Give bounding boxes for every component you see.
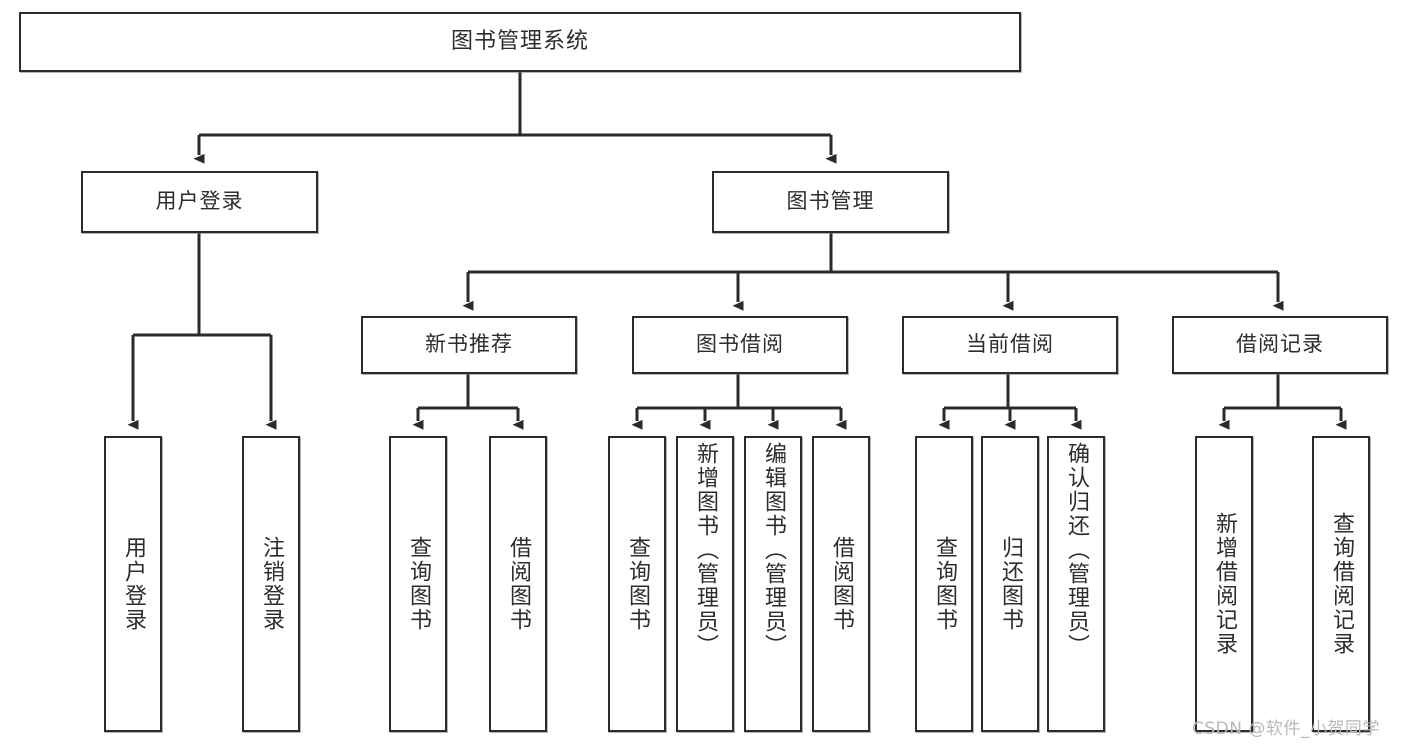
node-label: 注销登录 — [258, 536, 284, 632]
csdn-watermark: CSDN @软件_小贺同学 — [1192, 719, 1380, 739]
leaf-add-borrow-record[interactable]: 新增借阅记录 — [1195, 436, 1253, 732]
node-label: 查询图书 — [931, 536, 957, 632]
leaf-borrow-book-recommend[interactable]: 借阅图书 — [489, 436, 547, 732]
node-label: 借阅记录 — [1236, 332, 1324, 357]
leaf-query-book-recommend[interactable]: 查询图书 — [389, 436, 447, 732]
node-label: 确认归还（管理员） — [1063, 442, 1089, 658]
leaf-user-login[interactable]: 用户登录 — [104, 436, 162, 732]
node-label: 用户登录 — [155, 189, 244, 214]
leaf-confirm-return-admin[interactable]: 确认归还（管理员） — [1047, 436, 1105, 732]
node-book-borrow[interactable]: 图书借阅 — [632, 316, 848, 374]
node-label: 图书借阅 — [696, 332, 784, 357]
node-label: 查询图书 — [624, 536, 650, 632]
node-label: 查询借阅记录 — [1328, 512, 1354, 656]
leaf-logout-login[interactable]: 注销登录 — [242, 436, 300, 732]
node-label: 查询图书 — [405, 536, 431, 632]
node-label: 编辑图书（管理员） — [760, 442, 786, 658]
node-book-management-system[interactable]: 图书管理系统 — [19, 12, 1021, 72]
node-book-management[interactable]: 图书管理 — [712, 171, 949, 233]
leaf-return-book[interactable]: 归还图书 — [981, 436, 1039, 732]
node-label: 用户登录 — [120, 536, 146, 632]
leaf-query-borrow-record[interactable]: 查询借阅记录 — [1312, 436, 1370, 732]
node-label: 新增借阅记录 — [1211, 512, 1237, 656]
node-borrow-record[interactable]: 借阅记录 — [1172, 316, 1388, 374]
leaf-query-book-current[interactable]: 查询图书 — [915, 436, 973, 732]
leaf-edit-book-admin[interactable]: 编辑图书（管理员） — [744, 436, 802, 732]
node-label: 图书管理 — [786, 189, 875, 214]
leaf-query-book-borrow[interactable]: 查询图书 — [608, 436, 666, 732]
leaf-add-book-admin[interactable]: 新增图书（管理员） — [676, 436, 734, 732]
node-current-borrow[interactable]: 当前借阅 — [902, 316, 1118, 374]
node-label: 归还图书 — [997, 536, 1023, 632]
leaf-borrow-book[interactable]: 借阅图书 — [812, 436, 870, 732]
node-new-book-recommend[interactable]: 新书推荐 — [361, 316, 577, 374]
node-label: 新增图书（管理员） — [692, 442, 718, 658]
node-label: 新书推荐 — [425, 332, 513, 357]
node-label: 借阅图书 — [828, 536, 854, 632]
node-user-login[interactable]: 用户登录 — [81, 171, 318, 233]
node-label: 当前借阅 — [966, 332, 1054, 357]
node-label: 图书管理系统 — [450, 28, 589, 54]
node-label: 借阅图书 — [505, 536, 531, 632]
